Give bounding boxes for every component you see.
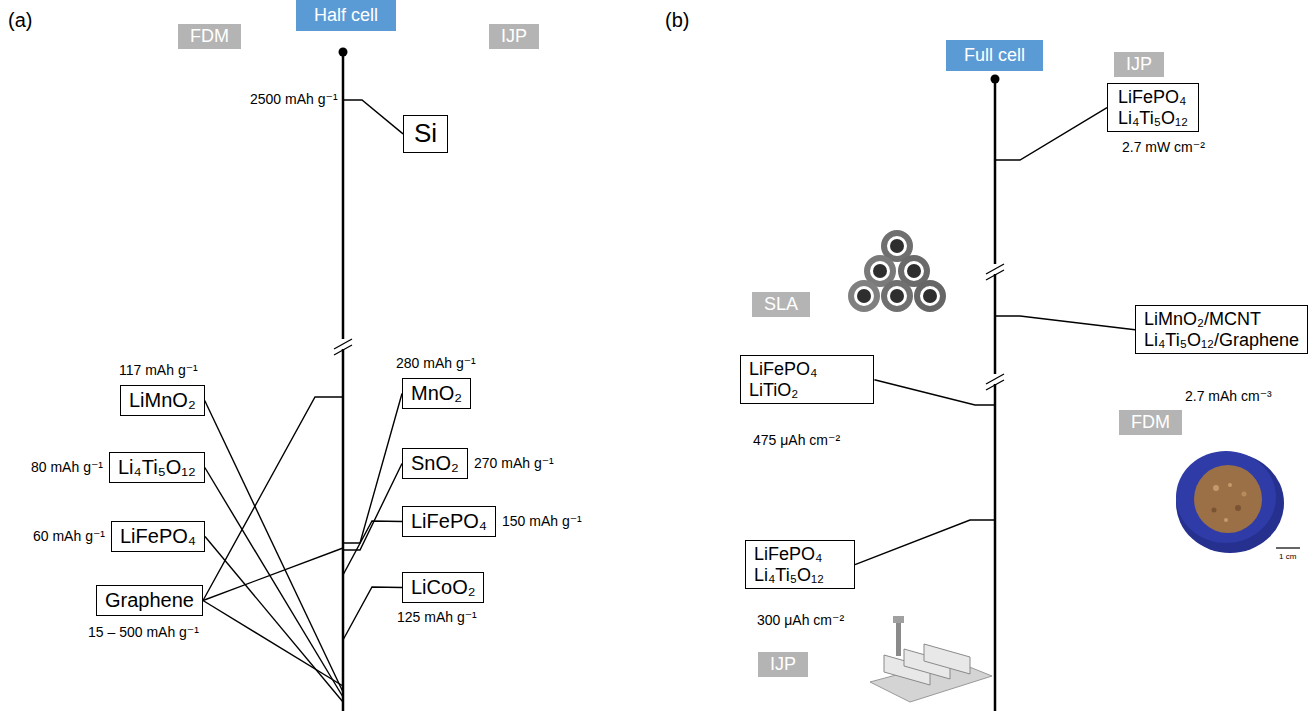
value-label: 125 mAh g⁻¹ <box>397 609 477 626</box>
node-text: LiFePO₄ Li₄Ti₅O₁₂ <box>1118 87 1188 128</box>
node-text: Half cell <box>314 5 378 26</box>
panel-letter: (a) <box>8 8 32 32</box>
method-tag: IJP <box>758 652 808 677</box>
material-box: MnO₂ <box>402 378 471 409</box>
value-label: 2500 mAh g⁻¹ <box>250 91 338 108</box>
material-box: Li₄Ti₅O₁₂ <box>109 452 205 483</box>
axis-dot <box>991 75 1000 84</box>
node-text: LiMnO₂/MCNT Li₄Ti₅O₁₂/Graphene <box>1144 309 1299 350</box>
leader-line <box>203 601 343 687</box>
axis-b <box>994 79 997 711</box>
value-label: 270 mAh g⁻¹ <box>474 455 554 472</box>
leader-line <box>343 100 403 134</box>
value-label: 2.7 mAh cm⁻³ <box>1185 388 1272 405</box>
leader-line <box>205 537 343 703</box>
lattice-illustration <box>851 233 943 309</box>
material-box: SnO₂ <box>402 448 468 479</box>
node-text: FDM <box>190 26 229 47</box>
leader-line <box>205 468 343 698</box>
leader-line <box>995 316 1135 330</box>
value-label: 2.7 mW cm⁻² <box>1122 139 1205 156</box>
cell-type-header: Full cell <box>946 40 1043 71</box>
leader-line <box>203 548 343 601</box>
node-text: LiFePO₄ Li₄Ti₅O₁₂ <box>754 544 824 585</box>
node-text: Graphene <box>105 589 194 612</box>
cell-type-header: Half cell <box>296 0 396 31</box>
leader-line <box>995 108 1107 160</box>
leader-line <box>343 587 402 640</box>
node-text: LiMnO₂ <box>129 389 196 412</box>
node-text: Full cell <box>964 45 1025 66</box>
material-box: LiFePO₄ LiTiO₂ <box>740 355 874 404</box>
value-label: 60 mAh g⁻¹ <box>33 528 105 545</box>
panel-letter: (b) <box>665 8 689 32</box>
leader-line <box>203 397 343 601</box>
node-text: Li₄Ti₅O₁₂ <box>118 456 196 479</box>
material-box: LiFePO₄ <box>111 521 205 552</box>
value-label: 150 mAh g⁻¹ <box>502 513 582 530</box>
method-tag: FDM <box>178 24 241 49</box>
leader-line <box>855 520 995 565</box>
value-label: 300 μAh cm⁻² <box>757 612 844 629</box>
material-box: LiFePO₄ <box>402 506 496 537</box>
node-text: FDM <box>1131 412 1170 433</box>
node-text: Si <box>414 119 437 149</box>
material-box: Si <box>403 115 448 153</box>
material-box: Graphene <box>96 585 203 616</box>
leader-line <box>343 521 402 575</box>
material-box: LiMnO₂ <box>120 385 205 416</box>
method-tag: FDM <box>1119 410 1182 435</box>
node-text: IJP <box>770 654 796 675</box>
node-text: SnO₂ <box>411 452 459 475</box>
axis-a <box>342 52 345 711</box>
value-label: 1 cm <box>1279 552 1296 562</box>
node-text: LiCoO₂ <box>411 576 475 599</box>
leader-line <box>205 401 343 693</box>
method-tag: IJP <box>1114 52 1164 77</box>
material-box: LiMnO₂/MCNT Li₄Ti₅O₁₂/Graphene <box>1135 305 1308 354</box>
node-text: SLA <box>764 294 798 315</box>
node-text: IJP <box>1126 54 1152 75</box>
node-text: LiFePO₄ <box>120 525 196 548</box>
axis-dot <box>339 48 348 57</box>
interdigitated-electrode-illustration <box>870 616 992 702</box>
value-label: 15 – 500 mAh g⁻¹ <box>88 624 199 641</box>
node-text: MnO₂ <box>411 382 462 405</box>
leader-line <box>343 464 402 551</box>
material-box: LiFePO₄ Li₄Ti₅O₁₂ <box>745 540 855 589</box>
node-text: IJP <box>501 26 527 47</box>
material-box: LiFePO₄ Li₄Ti₅O₁₂ <box>1107 83 1199 132</box>
leader-line <box>874 380 995 405</box>
value-label: 475 μAh cm⁻² <box>753 432 840 449</box>
method-tag: SLA <box>752 292 810 317</box>
value-label: 117 mAh g⁻¹ <box>119 362 198 379</box>
method-tag: IJP <box>489 24 539 49</box>
coin-cell-photo <box>1176 451 1300 553</box>
axis-break <box>334 339 352 355</box>
axis-break <box>986 264 1004 390</box>
value-label: 80 mAh g⁻¹ <box>31 459 103 476</box>
material-box: LiCoO₂ <box>402 572 484 603</box>
node-text: LiFePO₄ LiTiO₂ <box>749 359 817 400</box>
value-label: 280 mAh g⁻¹ <box>396 355 476 372</box>
node-text: LiFePO₄ <box>411 510 487 533</box>
